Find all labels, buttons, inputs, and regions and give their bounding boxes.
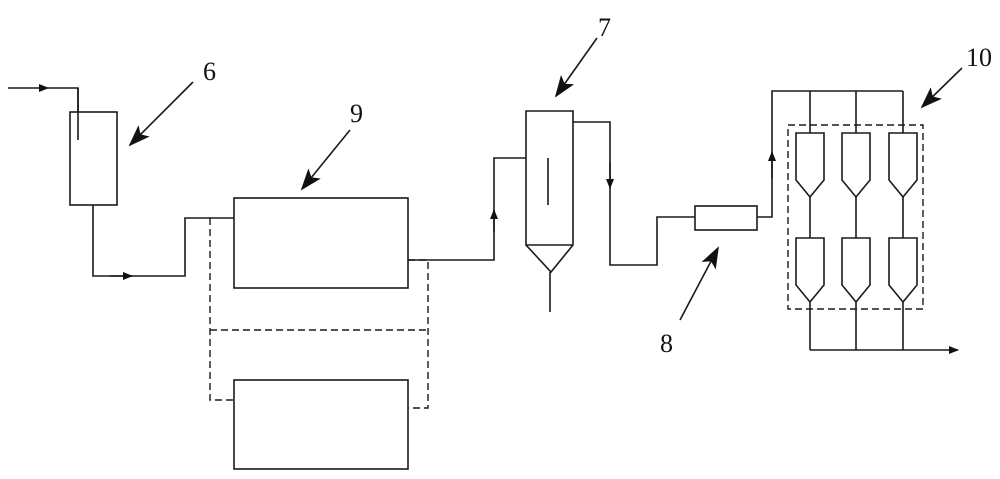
label-10: 10 (966, 43, 992, 72)
callout-arrow-6 (128, 81, 194, 147)
filter-unit-r2c2 (841, 237, 871, 304)
filter-unit-r1c2 (841, 132, 871, 199)
pipe-7-to-8 (573, 121, 695, 266)
tank-6 (69, 111, 118, 206)
cyclone-7 (525, 110, 574, 274)
filter-unit-r1c1 (795, 132, 825, 199)
label-8: 8 (660, 329, 673, 358)
callout-arrow-10 (920, 67, 963, 109)
heat-exchanger-8 (694, 205, 758, 231)
pipe-6-to-9 (92, 205, 234, 277)
callout-arrow-9 (300, 129, 351, 191)
callout-arrow-8 (679, 246, 719, 321)
bypass-left-dashed (209, 218, 234, 401)
bypass-right-dashed (408, 259, 429, 409)
label-7: 7 (598, 13, 611, 42)
filter-unit-r2c1 (795, 237, 825, 304)
pipe-8-to-10 (757, 90, 903, 218)
callout-arrow-7 (554, 37, 598, 98)
reactor-9-standby (233, 379, 409, 470)
reactor-9 (233, 197, 409, 289)
label-9: 9 (350, 99, 363, 128)
filter-unit-r1c3 (888, 132, 918, 199)
label-6: 6 (203, 57, 216, 86)
filter-unit-r2c3 (888, 237, 918, 304)
